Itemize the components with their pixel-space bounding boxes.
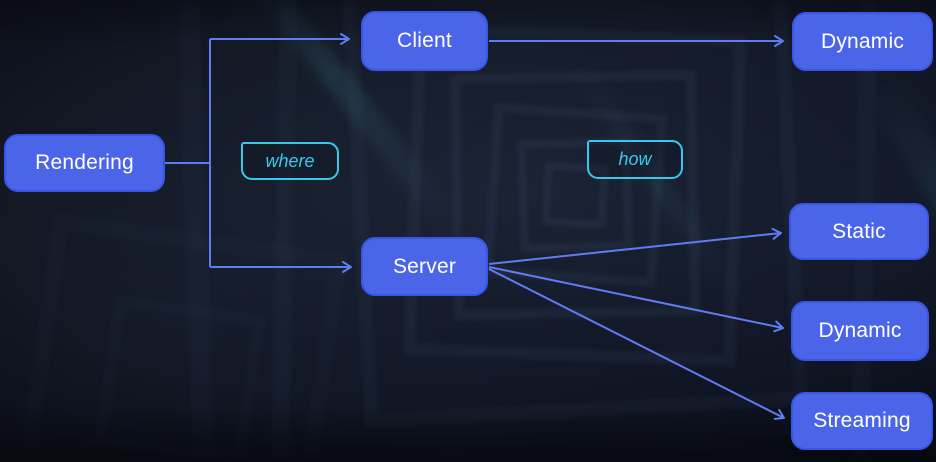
- connector-server-to-dynamic: [488, 266, 784, 333]
- node-dynamic-top-label: Dynamic: [820, 29, 905, 53]
- connector-server-to-static: [488, 227, 782, 265]
- node-server-label: Server: [392, 254, 457, 278]
- connector-server-to-streaming: [488, 268, 785, 420]
- node-client: Client: [361, 11, 488, 71]
- node-static-label: Static: [832, 219, 886, 243]
- node-rendering: Rendering: [4, 134, 165, 192]
- node-streaming-label: Streaming: [813, 409, 911, 432]
- qualifier-how-label: how: [618, 149, 652, 169]
- node-server: Server: [361, 237, 488, 296]
- node-streaming: Streaming: [791, 392, 933, 450]
- node-rendering-label: Rendering: [35, 151, 134, 174]
- node-static: Static: [789, 203, 929, 260]
- qualifier-where: where: [241, 142, 339, 180]
- node-dynamic-top: Dynamic: [792, 12, 933, 71]
- qualifier-how: how: [587, 140, 683, 179]
- node-client-label: Client: [397, 29, 452, 52]
- node-dynamic-bottom-label: Dynamic: [818, 319, 902, 342]
- qualifier-where-label: where: [265, 150, 315, 171]
- node-dynamic-bottom: Dynamic: [791, 301, 929, 361]
